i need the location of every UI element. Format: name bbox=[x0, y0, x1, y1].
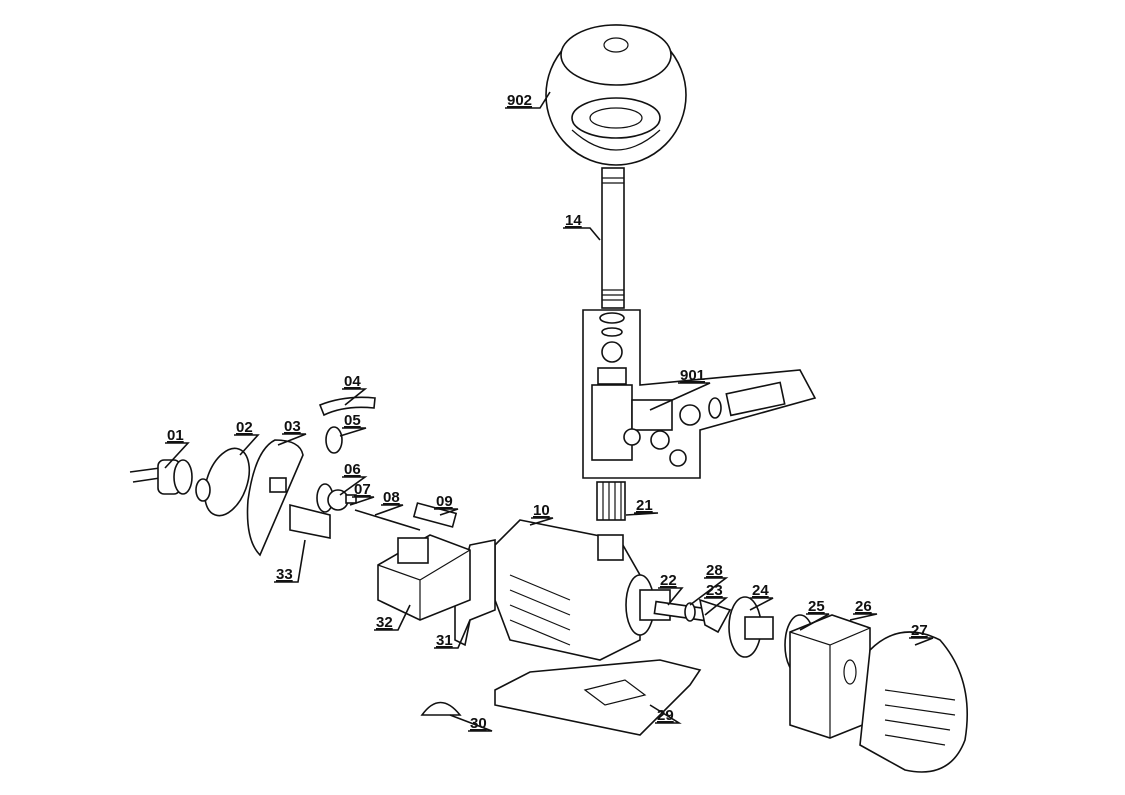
part-902-fountain-head bbox=[545, 24, 687, 166]
part-02-gasket bbox=[203, 447, 251, 517]
part-33-cable-holder bbox=[289, 503, 331, 539]
label-23: 23 bbox=[706, 582, 723, 599]
part-08-cable bbox=[354, 509, 421, 531]
label-24: 24 bbox=[752, 582, 769, 599]
leader-lines bbox=[164, 91, 934, 732]
label-14: 14 bbox=[565, 212, 582, 229]
label-21: 21 bbox=[636, 497, 653, 514]
label-22: 22 bbox=[660, 572, 677, 589]
part-05-nut bbox=[325, 426, 343, 454]
label-31: 31 bbox=[436, 632, 453, 649]
part-21-nut bbox=[596, 481, 626, 521]
label-28: 28 bbox=[706, 562, 723, 579]
label-27: 27 bbox=[911, 622, 928, 639]
label-04: 04 bbox=[344, 373, 361, 390]
part-26-filter-sponge bbox=[789, 614, 871, 739]
part-06-07-gland bbox=[316, 483, 357, 513]
label-06: 06 bbox=[344, 461, 361, 478]
part-30-suction-cup bbox=[420, 701, 462, 716]
label-902: 902 bbox=[507, 92, 532, 109]
label-10: 10 bbox=[533, 502, 550, 519]
label-30: 30 bbox=[470, 715, 487, 732]
label-25: 25 bbox=[808, 598, 825, 615]
label-01: 01 bbox=[167, 427, 184, 444]
label-29: 29 bbox=[657, 707, 674, 724]
label-02: 02 bbox=[236, 419, 253, 436]
label-03: 03 bbox=[284, 418, 301, 435]
label-08: 08 bbox=[383, 489, 400, 506]
part-24-impeller-cover bbox=[728, 596, 774, 658]
part-01-plug bbox=[129, 459, 211, 502]
part-29-base-plate bbox=[494, 659, 702, 736]
part-10-pump-housing bbox=[494, 519, 671, 661]
part-901-diverter-assembly bbox=[582, 309, 817, 479]
part-27-filter-cage bbox=[859, 631, 968, 773]
label-05: 05 bbox=[344, 412, 361, 429]
part-14-riser-tube bbox=[601, 167, 625, 309]
part-04-seal-strip bbox=[318, 396, 376, 417]
part-03-cover-plate bbox=[246, 439, 304, 557]
label-26: 26 bbox=[855, 598, 872, 615]
label-07: 07 bbox=[354, 481, 371, 498]
part-32-electronics-box bbox=[377, 534, 471, 621]
label-09: 09 bbox=[436, 493, 453, 510]
label-901: 901 bbox=[680, 367, 705, 384]
label-32: 32 bbox=[376, 614, 393, 631]
label-33: 33 bbox=[276, 566, 293, 583]
part-22-23-28-shaft-impeller bbox=[653, 598, 732, 634]
